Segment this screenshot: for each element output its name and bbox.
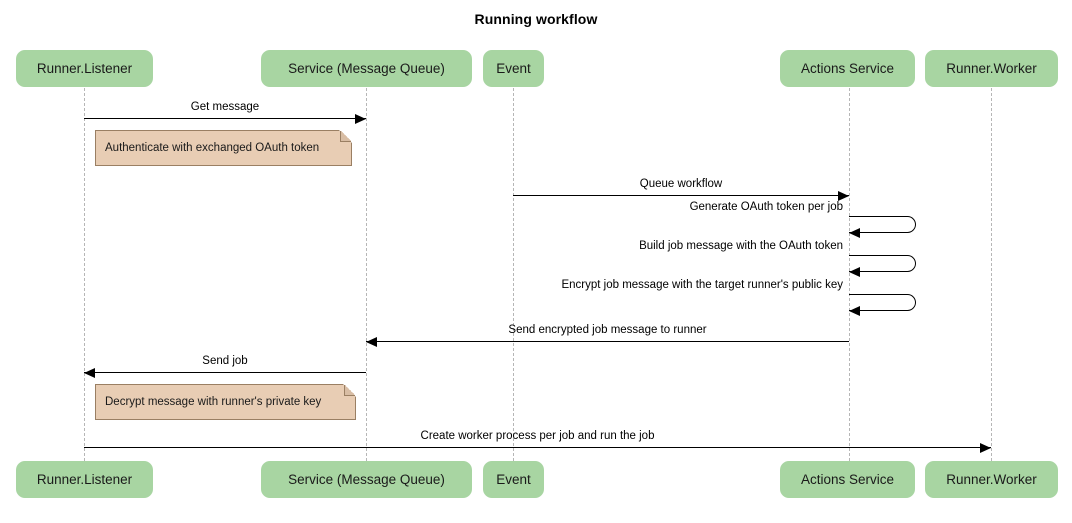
participant-actions-service-top[interactable]: Actions Service — [780, 50, 915, 87]
lifeline-event — [513, 88, 514, 461]
message-line-create-worker-process-per-job-and-run-the-job — [84, 447, 991, 448]
message-line-send-encrypted-job-message-to-runner — [366, 341, 849, 342]
participant-runner-worker-bottom[interactable]: Runner.Worker — [925, 461, 1058, 498]
participant-label: Service (Message Queue) — [288, 472, 445, 487]
participant-label: Runner.Listener — [36, 472, 133, 487]
participant-actions-service-bottom[interactable]: Actions Service — [780, 461, 915, 498]
message-line-queue-workflow — [513, 195, 849, 196]
message-label-send-job: Send job — [202, 355, 248, 367]
note-text: Authenticate with exchanged OAuth token — [105, 142, 320, 154]
participant-label: Service (Message Queue) — [288, 61, 445, 76]
lifeline-runner-listener — [84, 88, 85, 461]
note-fold-icon — [344, 385, 355, 396]
participant-runner-listener-bottom[interactable]: Runner.Listener — [16, 461, 153, 498]
participant-event-bottom[interactable]: Event — [483, 461, 544, 498]
arrowhead-queue-workflow — [838, 190, 849, 201]
self-loop-encrypt-job-message-with-the-target-runners-public-key — [849, 294, 916, 311]
participant-label: Actions Service — [800, 472, 895, 487]
self-loop-build-job-message-with-the-oauth-token — [849, 255, 916, 272]
message-label-send-encrypted-job-message-to-runner: Send encrypted job message to runner — [508, 324, 707, 336]
arrowhead-create-worker-process-per-job-and-run-the-job — [980, 442, 991, 453]
lifeline-runner-worker — [991, 88, 992, 461]
note-text: Decrypt message with runner's private ke… — [105, 396, 322, 408]
participant-label: Event — [496, 472, 531, 487]
message-line-get-message — [84, 118, 366, 119]
note-fold-icon — [340, 131, 351, 142]
note-authenticate-with-exchanged-oauth-token: Authenticate with exchanged OAuth token — [95, 130, 352, 166]
message-label-create-worker-process-per-job-and-run-the-job: Create worker process per job and run th… — [420, 430, 655, 442]
participant-label: Event — [496, 61, 531, 76]
self-loop-label-encrypt-job-message-with-the-target-runners-public-key: Encrypt job message with the target runn… — [561, 279, 843, 291]
participant-event-top[interactable]: Event — [483, 50, 544, 87]
arrowhead-generate-oauth-token-per-job — [849, 228, 860, 239]
self-loop-label-build-job-message-with-the-oauth-token: Build job message with the OAuth token — [639, 240, 843, 252]
participant-service-message-queue-bottom[interactable]: Service (Message Queue) — [261, 461, 472, 498]
message-label-get-message: Get message — [190, 101, 260, 113]
participant-label: Runner.Worker — [946, 61, 1037, 76]
message-label-queue-workflow: Queue workflow — [639, 178, 723, 190]
participant-runner-listener-top[interactable]: Runner.Listener — [16, 50, 153, 87]
participant-label: Runner.Worker — [946, 472, 1037, 487]
participant-service-message-queue-top[interactable]: Service (Message Queue) — [261, 50, 472, 87]
participant-runner-worker-top[interactable]: Runner.Worker — [925, 50, 1058, 87]
page-title: Running workflow — [474, 11, 598, 27]
self-loop-label-generate-oauth-token-per-job: Generate OAuth token per job — [689, 201, 843, 213]
participant-label: Runner.Listener — [36, 61, 133, 76]
arrowhead-build-job-message-with-the-oauth-token — [849, 267, 860, 278]
arrowhead-send-job — [84, 367, 95, 378]
lifeline-service-message-queue — [366, 88, 367, 461]
note-decrypt-message-with-runners-private-key: Decrypt message with runner's private ke… — [95, 384, 356, 420]
participant-label: Actions Service — [800, 61, 895, 76]
self-loop-generate-oauth-token-per-job — [849, 216, 916, 233]
arrowhead-encrypt-job-message-with-the-target-runners-public-key — [849, 306, 860, 317]
arrowhead-send-encrypted-job-message-to-runner — [366, 336, 377, 347]
message-line-send-job — [84, 372, 366, 373]
arrowhead-get-message — [355, 113, 366, 124]
